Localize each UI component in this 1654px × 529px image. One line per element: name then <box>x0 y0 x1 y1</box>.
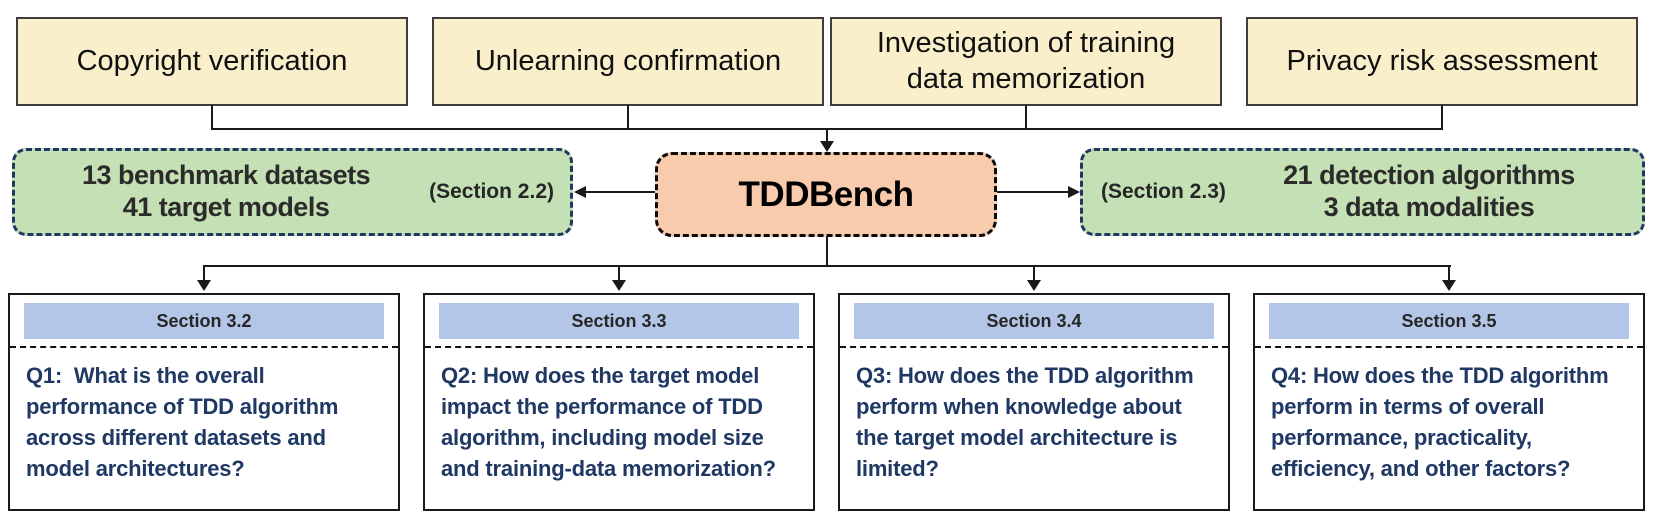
section-2-3-label: (Section 2.3) <box>1101 180 1226 203</box>
top-box-training-data-memorization: Investigation of training data memorizat… <box>830 17 1222 106</box>
section-3-5-header: Section 3.5 <box>1269 303 1629 339</box>
arrow-down-icon <box>1442 280 1456 291</box>
connector-line <box>584 191 657 193</box>
connector-line <box>211 105 213 130</box>
arrow-down-icon <box>820 141 834 152</box>
arrow-right-icon <box>1068 186 1080 198</box>
question-text-q4: Q4: How does the TDD algorithm perform i… <box>1271 363 1615 481</box>
connector-line <box>826 128 828 143</box>
section-3-4-header: Section 3.4 <box>854 303 1214 339</box>
arrow-left-icon <box>574 186 586 198</box>
tddbench-title: TDDBench <box>738 174 914 214</box>
question-text-q3: Q3: How does the TDD algorithm perform w… <box>856 363 1200 481</box>
datasets-models-node: 13 benchmark datasets 41 target models (… <box>12 148 573 236</box>
top-box-label: Unlearning confirmation <box>474 44 782 77</box>
connector-line <box>1033 265 1035 282</box>
connector-line <box>826 236 828 267</box>
connector-line <box>1441 105 1443 130</box>
dashed-divider <box>1255 346 1643 348</box>
question-text-q1: Q1: What is the overall performance of T… <box>26 363 345 481</box>
connector-bus-bottom <box>203 265 1451 267</box>
arrow-down-icon <box>1027 280 1041 291</box>
top-box-copyright-verification: Copyright verification <box>16 17 408 106</box>
section-2-2-label: (Section 2.2) <box>429 180 554 203</box>
top-box-label: Privacy risk assessment <box>1286 44 1598 77</box>
tddbench-node: TDDBench <box>655 152 997 237</box>
question-text-q2: Q2: How does the target model impact the… <box>441 363 776 481</box>
connector-line <box>1448 265 1450 282</box>
dashed-divider <box>425 346 813 348</box>
connector-line <box>1025 105 1027 130</box>
top-box-privacy-risk-assessment: Privacy risk assessment <box>1246 17 1638 106</box>
question-box-q3: Section 3.4 Q3: How does the TDD algorit… <box>838 293 1230 511</box>
algorithms-modalities-text: 21 detection algorithms 3 data modalitie… <box>1283 160 1575 222</box>
top-box-label: Copyright verification <box>76 44 348 77</box>
dashed-divider <box>10 346 398 348</box>
connector-line <box>997 191 1070 193</box>
section-3-2-header: Section 3.2 <box>24 303 384 339</box>
dashed-divider <box>840 346 1228 348</box>
algorithms-modalities-node: (Section 2.3) 21 detection algorithms 3 … <box>1080 148 1645 236</box>
arrow-down-icon <box>197 280 211 291</box>
datasets-models-text: 13 benchmark datasets 41 target models <box>81 160 371 222</box>
question-box-q2: Section 3.3 Q2: How does the target mode… <box>423 293 815 511</box>
top-box-label: Investigation of training data memorizat… <box>876 27 1176 95</box>
question-box-q1: Section 3.2 Q1: What is the overall perf… <box>8 293 400 511</box>
connector-line <box>627 105 629 130</box>
arrow-down-icon <box>612 280 626 291</box>
top-box-unlearning-confirmation: Unlearning confirmation <box>432 17 824 106</box>
question-box-q4: Section 3.5 Q4: How does the TDD algorit… <box>1253 293 1645 511</box>
connector-line <box>618 265 620 282</box>
section-3-3-header: Section 3.3 <box>439 303 799 339</box>
connector-line <box>203 265 205 282</box>
